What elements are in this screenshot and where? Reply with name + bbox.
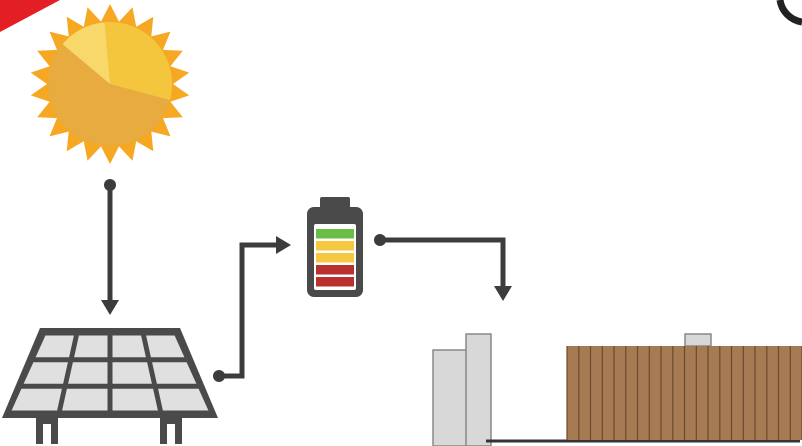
battery-level-green bbox=[316, 229, 354, 239]
battery-level-red bbox=[316, 277, 354, 287]
battery-level-red bbox=[316, 265, 354, 275]
gate-motor bbox=[685, 334, 711, 346]
corner-ring-icon bbox=[780, 0, 802, 22]
flow-sun-to-panel bbox=[101, 179, 119, 315]
panel-cell bbox=[113, 362, 152, 384]
panel-cell bbox=[68, 362, 107, 384]
gate-post-short bbox=[433, 350, 467, 446]
panel-cell bbox=[74, 336, 107, 358]
gate-post-tall bbox=[466, 334, 491, 446]
flow-panel-to-battery bbox=[213, 236, 291, 382]
battery-levels bbox=[316, 229, 354, 287]
connector-line bbox=[219, 245, 280, 376]
arrow-head-icon bbox=[276, 236, 291, 254]
sliding-gate-icon bbox=[433, 334, 802, 446]
arrow-head-icon bbox=[101, 300, 119, 315]
panel-cell bbox=[113, 389, 158, 411]
battery-icon bbox=[307, 197, 363, 297]
connector-line bbox=[380, 240, 503, 288]
sun-icon bbox=[31, 4, 189, 164]
solar-panel-icon bbox=[2, 328, 218, 444]
flow-battery-to-gate bbox=[374, 234, 512, 301]
panel-leg-right-inner bbox=[167, 424, 175, 444]
gate-slats bbox=[567, 346, 802, 440]
panel-leg-left-inner bbox=[43, 424, 51, 444]
corner-badge bbox=[0, 0, 60, 32]
battery-level-yellow bbox=[316, 253, 354, 263]
panel-cell bbox=[62, 389, 107, 411]
arrow-head-icon bbox=[494, 286, 512, 301]
battery-level-yellow bbox=[316, 241, 354, 251]
panel-cell bbox=[113, 336, 146, 358]
